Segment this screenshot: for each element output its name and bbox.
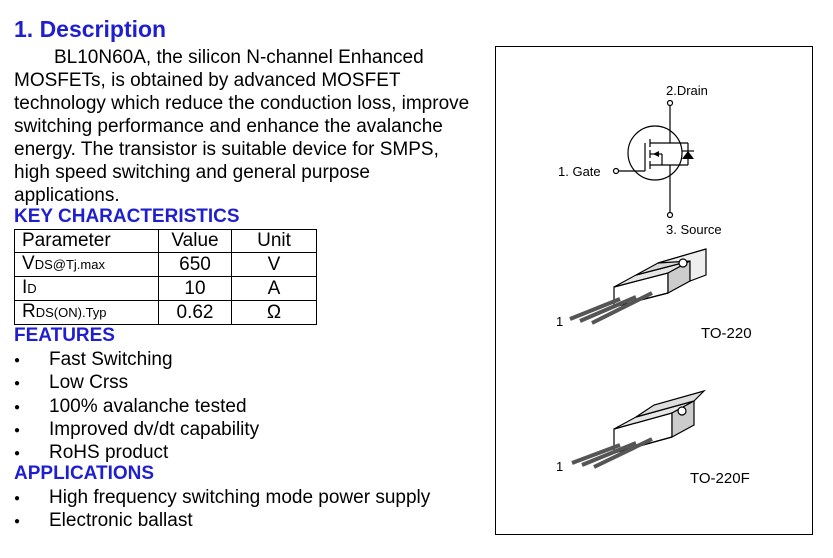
header-unit: Unit [232, 230, 317, 253]
arrow-icon [653, 151, 659, 157]
table-row: VDS@Tj.max 650 V [15, 253, 317, 277]
diode-icon [682, 151, 694, 159]
list-item: RoHS product [14, 441, 259, 464]
value-cell: 10 [159, 277, 232, 301]
package-label-to220f: TO-220F [690, 470, 750, 487]
list-item: Low Crss [14, 371, 259, 394]
applications-list: High frequency switching mode power supp… [14, 486, 430, 533]
features-heading: FEATURES [14, 325, 115, 347]
table-row: ID 10 A [15, 277, 317, 301]
key-characteristics-heading: KEY CHARACTERISTICS [14, 206, 240, 228]
unit-cell: Ω [232, 301, 317, 325]
drain-label: 2.Drain [666, 83, 708, 98]
list-item: 100% avalanche tested [14, 395, 259, 418]
description-body: BL10N60A, the silicon N-channel Enhanced… [14, 47, 469, 206]
value-cell: 0.62 [159, 301, 232, 325]
to220f-package-icon [572, 391, 704, 467]
param-cell: RDS(ON).Typ [15, 301, 159, 325]
applications-heading: APPLICATIONS [14, 463, 154, 485]
to220-package-icon [570, 249, 706, 323]
source-label: 3. Source [666, 222, 722, 237]
value-cell: 650 [159, 253, 232, 277]
table-row: RDS(ON).Typ 0.62 Ω [15, 301, 317, 325]
header-value: Value [159, 230, 232, 253]
list-item: High frequency switching mode power supp… [14, 486, 430, 509]
param-cell: VDS@Tj.max [15, 253, 159, 277]
description-heading: 1. Description [14, 16, 166, 43]
pin1-label-to220f: 1 [556, 459, 563, 474]
param-cell: ID [15, 277, 159, 301]
unit-cell: V [232, 253, 317, 277]
key-characteristics-table: Parameter Value Unit VDS@Tj.max 650 V ID… [14, 229, 317, 325]
unit-cell: A [232, 277, 317, 301]
list-item: Improved dv/dt capability [14, 418, 259, 441]
figure-drawing [496, 47, 814, 536]
mosfet-symbol-icon [614, 101, 695, 218]
pin1-label-to220: 1 [556, 314, 563, 329]
header-parameter: Parameter [15, 230, 159, 253]
description-text: BL10N60A, the silicon N-channel Enhanced… [14, 46, 479, 207]
gate-label: 1. Gate [558, 164, 601, 179]
list-item: Fast Switching [14, 348, 259, 371]
features-list: Fast Switching Low Crss 100% avalanche t… [14, 348, 259, 464]
package-figure: 2.Drain 1. Gate 3. Source 1 1 TO-220 TO-… [495, 46, 813, 535]
list-item: Electronic ballast [14, 509, 430, 532]
package-label-to220: TO-220 [701, 325, 752, 342]
table-header-row: Parameter Value Unit [15, 230, 317, 253]
